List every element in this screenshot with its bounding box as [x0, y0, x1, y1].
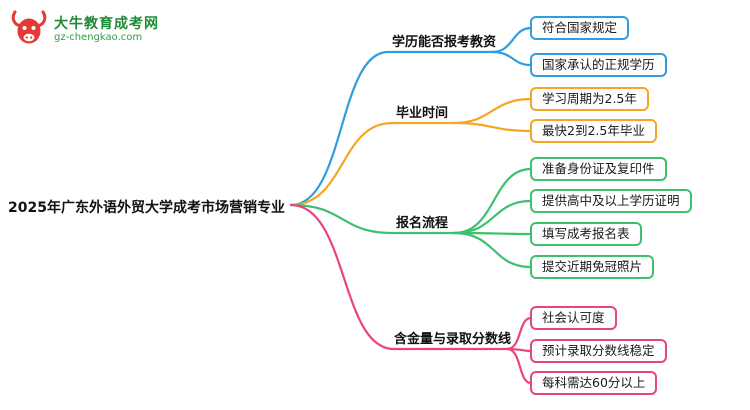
- branch-topic-eligibility: 学历能否报考教资: [392, 35, 497, 50]
- logo: 大牛教育成考网 gz-chengkao.com: [10, 10, 159, 50]
- root-topic: 2025年广东外语外贸大学成考市场营销专业: [8, 200, 285, 216]
- leaf-topic: 每科需达60分以上: [530, 371, 658, 395]
- leaf-topic: 提交近期免冠照片: [530, 255, 655, 279]
- bull-logo-icon: [10, 10, 48, 50]
- leaf-topic: 学习周期为2.5年: [530, 87, 649, 111]
- curve-branch1-leaf1: [490, 26, 533, 54]
- curve-branch4-leaf3: [505, 347, 533, 385]
- leaf-topic: 提供高中及以上学历证明: [530, 189, 692, 213]
- leaf-topic: 社会认可度: [530, 306, 617, 330]
- curve-branch4-leaf2: [505, 347, 533, 353]
- curve-branch3-leaf1: [452, 167, 533, 235]
- curve-branch2-leaf2: [452, 121, 533, 133]
- curve-root-to-branch-2: [289, 121, 456, 207]
- curve-branch3-leaf4: [452, 231, 533, 269]
- leaf-topic: 最快2到2.5年毕业: [530, 119, 657, 143]
- branch-topic-graduation: 毕业时间: [396, 106, 449, 121]
- logo-title: 大牛教育成考网: [54, 16, 159, 33]
- curve-branch3-leaf3: [452, 231, 533, 236]
- branch-topic-registration: 报名流程: [396, 216, 449, 231]
- leaf-topic: 准备身份证及复印件: [530, 157, 667, 181]
- leaf-topic: 预计录取分数线稳定: [530, 339, 667, 363]
- leaf-topic: 填写成考报名表: [530, 222, 642, 246]
- curve-branch1-leaf2: [490, 50, 533, 67]
- logo-url: gz-chengkao.com: [54, 32, 143, 44]
- curve-branch3-leaf2: [452, 199, 533, 235]
- leaf-topic: 国家承认的正规学历: [530, 53, 667, 77]
- branch-topic-value-scores: 含金量与录取分数线: [394, 332, 512, 347]
- leaf-topic: 符合国家规定: [530, 16, 630, 40]
- curve-root-to-branch-1: [289, 50, 494, 207]
- curve-branch2-leaf1: [452, 97, 533, 125]
